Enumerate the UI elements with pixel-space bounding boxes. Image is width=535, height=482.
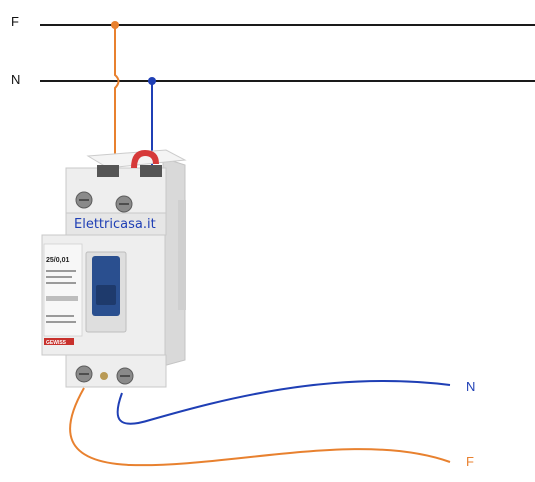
top-terminal-slot-left [97,165,119,177]
neutral-output-wire [116,379,451,425]
test-button [131,150,159,168]
phase-rail-label: F [11,14,19,29]
label-line-5 [46,315,74,317]
top-terminal-slot-right [140,165,162,177]
rating-label-panel [43,243,83,337]
phase-input-wire [114,25,120,168]
label-line-4 [46,296,78,301]
device-upper-shoulder [65,212,167,236]
watermark-text: Elettricasa.it [74,217,156,232]
bottom-center-screw [100,372,108,380]
label-line-6 [46,321,76,323]
phase-output-label: F [466,454,474,469]
device-side-clip [178,200,186,310]
neutral-rail-label: N [11,72,20,87]
brand-strip [44,338,74,345]
label-line-2 [46,276,72,278]
brand-text: GEWISS [46,340,67,346]
rating-text: 25/0,01 [46,257,69,264]
label-line-3 [46,282,76,284]
switch-lever-handle [96,285,116,305]
label-line-1 [46,270,76,272]
phase-output-wire [69,387,451,467]
neutral-output-label: N [466,379,475,394]
phase-junction-dot [111,21,119,29]
rcd-device: 25/0,01 GEWISS [41,149,187,388]
neutral-junction-dot [148,77,156,85]
